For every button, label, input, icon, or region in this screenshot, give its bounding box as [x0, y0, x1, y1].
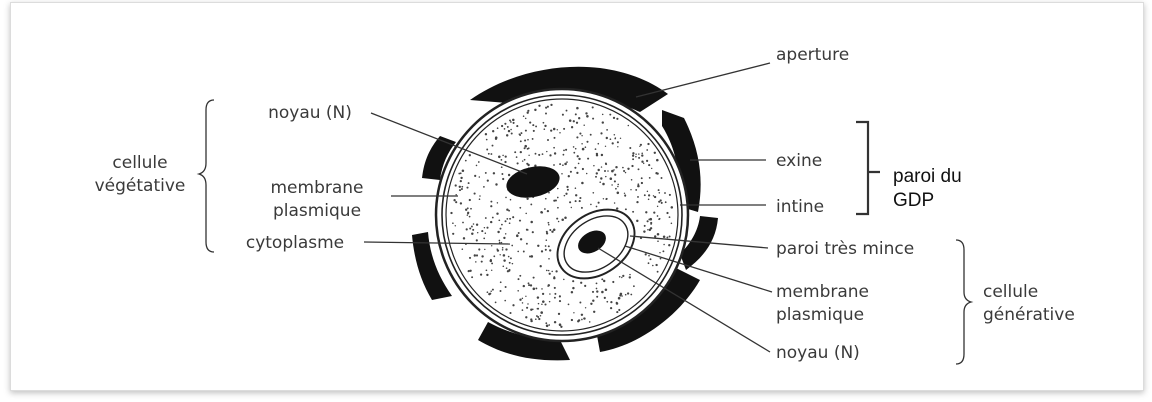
- plasma-membrane-circle: [446, 99, 678, 331]
- label-thin-wall: paroi très mince: [776, 239, 914, 259]
- right-brace: [956, 240, 971, 364]
- label-exine: exine: [776, 151, 822, 171]
- label-vegetative-membrane-2: plasmique: [273, 201, 361, 221]
- wall-bracket: [856, 122, 880, 214]
- label-generative-cell-2: générative: [983, 305, 1075, 325]
- label-wall-1: paroi du: [893, 166, 962, 187]
- label-intine: intine: [776, 197, 824, 217]
- label-wall-2: GDP: [893, 190, 934, 211]
- label-generative-membrane-2: plasmique: [776, 305, 864, 325]
- label-vegetative-cell-2: végétative: [95, 176, 186, 196]
- label-vegetative-nucleus: noyau (N): [268, 103, 352, 123]
- left-brace: [199, 100, 214, 252]
- label-generative-cell-1: cellule: [983, 282, 1038, 302]
- label-cytoplasm: cytoplasme: [246, 233, 344, 253]
- label-generative-membrane-1: membrane: [776, 282, 869, 302]
- label-vegetative-cell-1: cellule: [112, 153, 167, 173]
- label-aperture: aperture: [776, 45, 849, 65]
- label-generative-nucleus: noyau (N): [776, 343, 860, 363]
- label-vegetative-membrane-1: membrane: [270, 178, 363, 198]
